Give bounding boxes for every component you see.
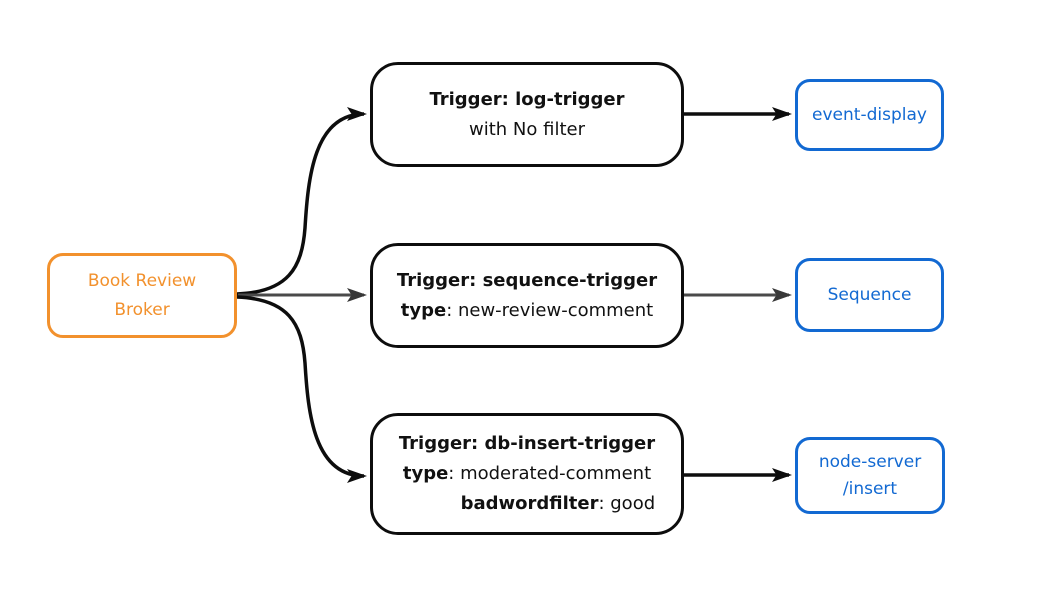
- trigger-db-insert-label: Trigger: db-insert-trigger type: moderat…: [399, 429, 655, 519]
- trigger-sequence-attr-value: : new-review-comment: [446, 299, 654, 321]
- trigger-sequence-attr-key: type: [400, 299, 447, 321]
- node-node-server-insert: node-server /insert: [795, 437, 945, 514]
- node-trigger-log: Trigger: log-trigger with No filter: [370, 62, 684, 167]
- trigger-db-insert-attr2: badwordfilter: good: [399, 489, 656, 519]
- trigger-db-insert-attr1-key: type: [402, 463, 449, 484]
- node-server-label-line1: node-server: [818, 451, 922, 472]
- broker-label: Book Review Broker: [88, 267, 196, 325]
- node-broker: Book Review Broker: [47, 253, 237, 338]
- trigger-log-title: Trigger: log-trigger: [429, 88, 625, 110]
- trigger-sequence-title: Trigger: sequence-trigger: [396, 269, 658, 291]
- node-trigger-sequence: Trigger: sequence-trigger type: new-revi…: [370, 243, 684, 348]
- broker-label-line1: Book Review: [87, 270, 197, 291]
- node-event-display: event-display: [795, 79, 944, 151]
- node-server-label-line2: /insert: [842, 478, 898, 499]
- node-server-label: node-server /insert: [819, 449, 921, 503]
- sequence-label: Sequence: [827, 284, 912, 305]
- trigger-db-insert-attr1-value: : moderated-comment: [448, 463, 652, 484]
- trigger-sequence-label: Trigger: sequence-trigger type: new-revi…: [397, 266, 657, 326]
- edge-broker-to-log-trigger: [236, 107, 367, 296]
- trigger-db-insert-attr2-value: : good: [598, 493, 656, 514]
- trigger-log-label: Trigger: log-trigger with No filter: [429, 85, 624, 145]
- trigger-db-insert-title: Trigger: db-insert-trigger: [398, 433, 656, 454]
- event-display-label: event-display: [812, 104, 927, 125]
- node-sequence: Sequence: [795, 258, 944, 332]
- node-trigger-db-insert: Trigger: db-insert-trigger type: moderat…: [370, 413, 684, 535]
- trigger-db-insert-attr1: type: moderated-comment: [399, 459, 655, 489]
- trigger-sequence-attr: type: new-review-comment: [397, 296, 657, 326]
- trigger-db-insert-attr2-key: badwordfilter: [460, 493, 599, 514]
- trigger-log-subtitle: with No filter: [469, 118, 585, 140]
- broker-label-line2: Broker: [114, 299, 170, 320]
- edge-broker-to-db-insert-trigger: [236, 295, 367, 483]
